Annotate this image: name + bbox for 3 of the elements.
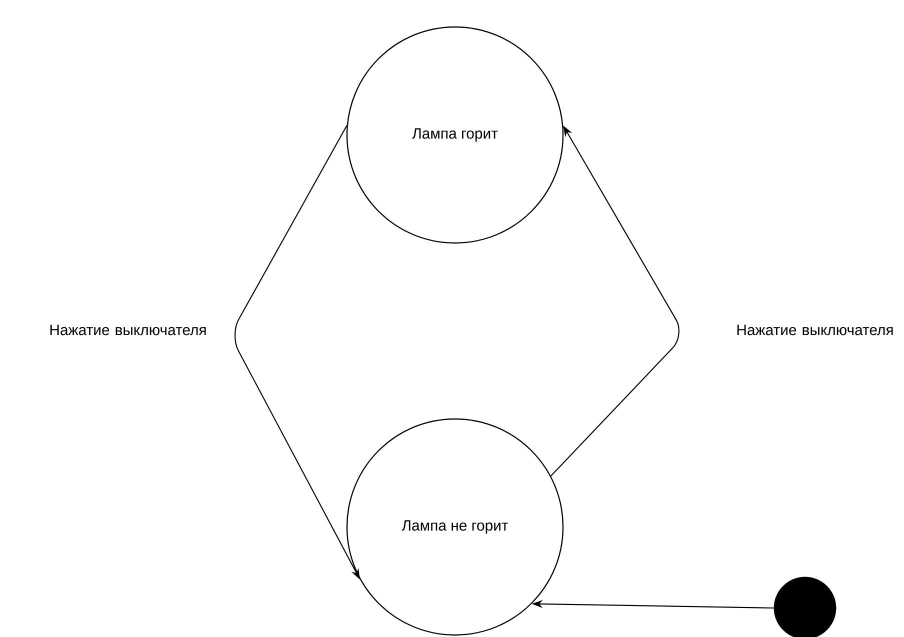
initial-state-dot [774, 576, 836, 637]
edge-label: Нажатие выключателя [737, 324, 893, 336]
edge-label: Нажатие выключателя [50, 324, 206, 336]
